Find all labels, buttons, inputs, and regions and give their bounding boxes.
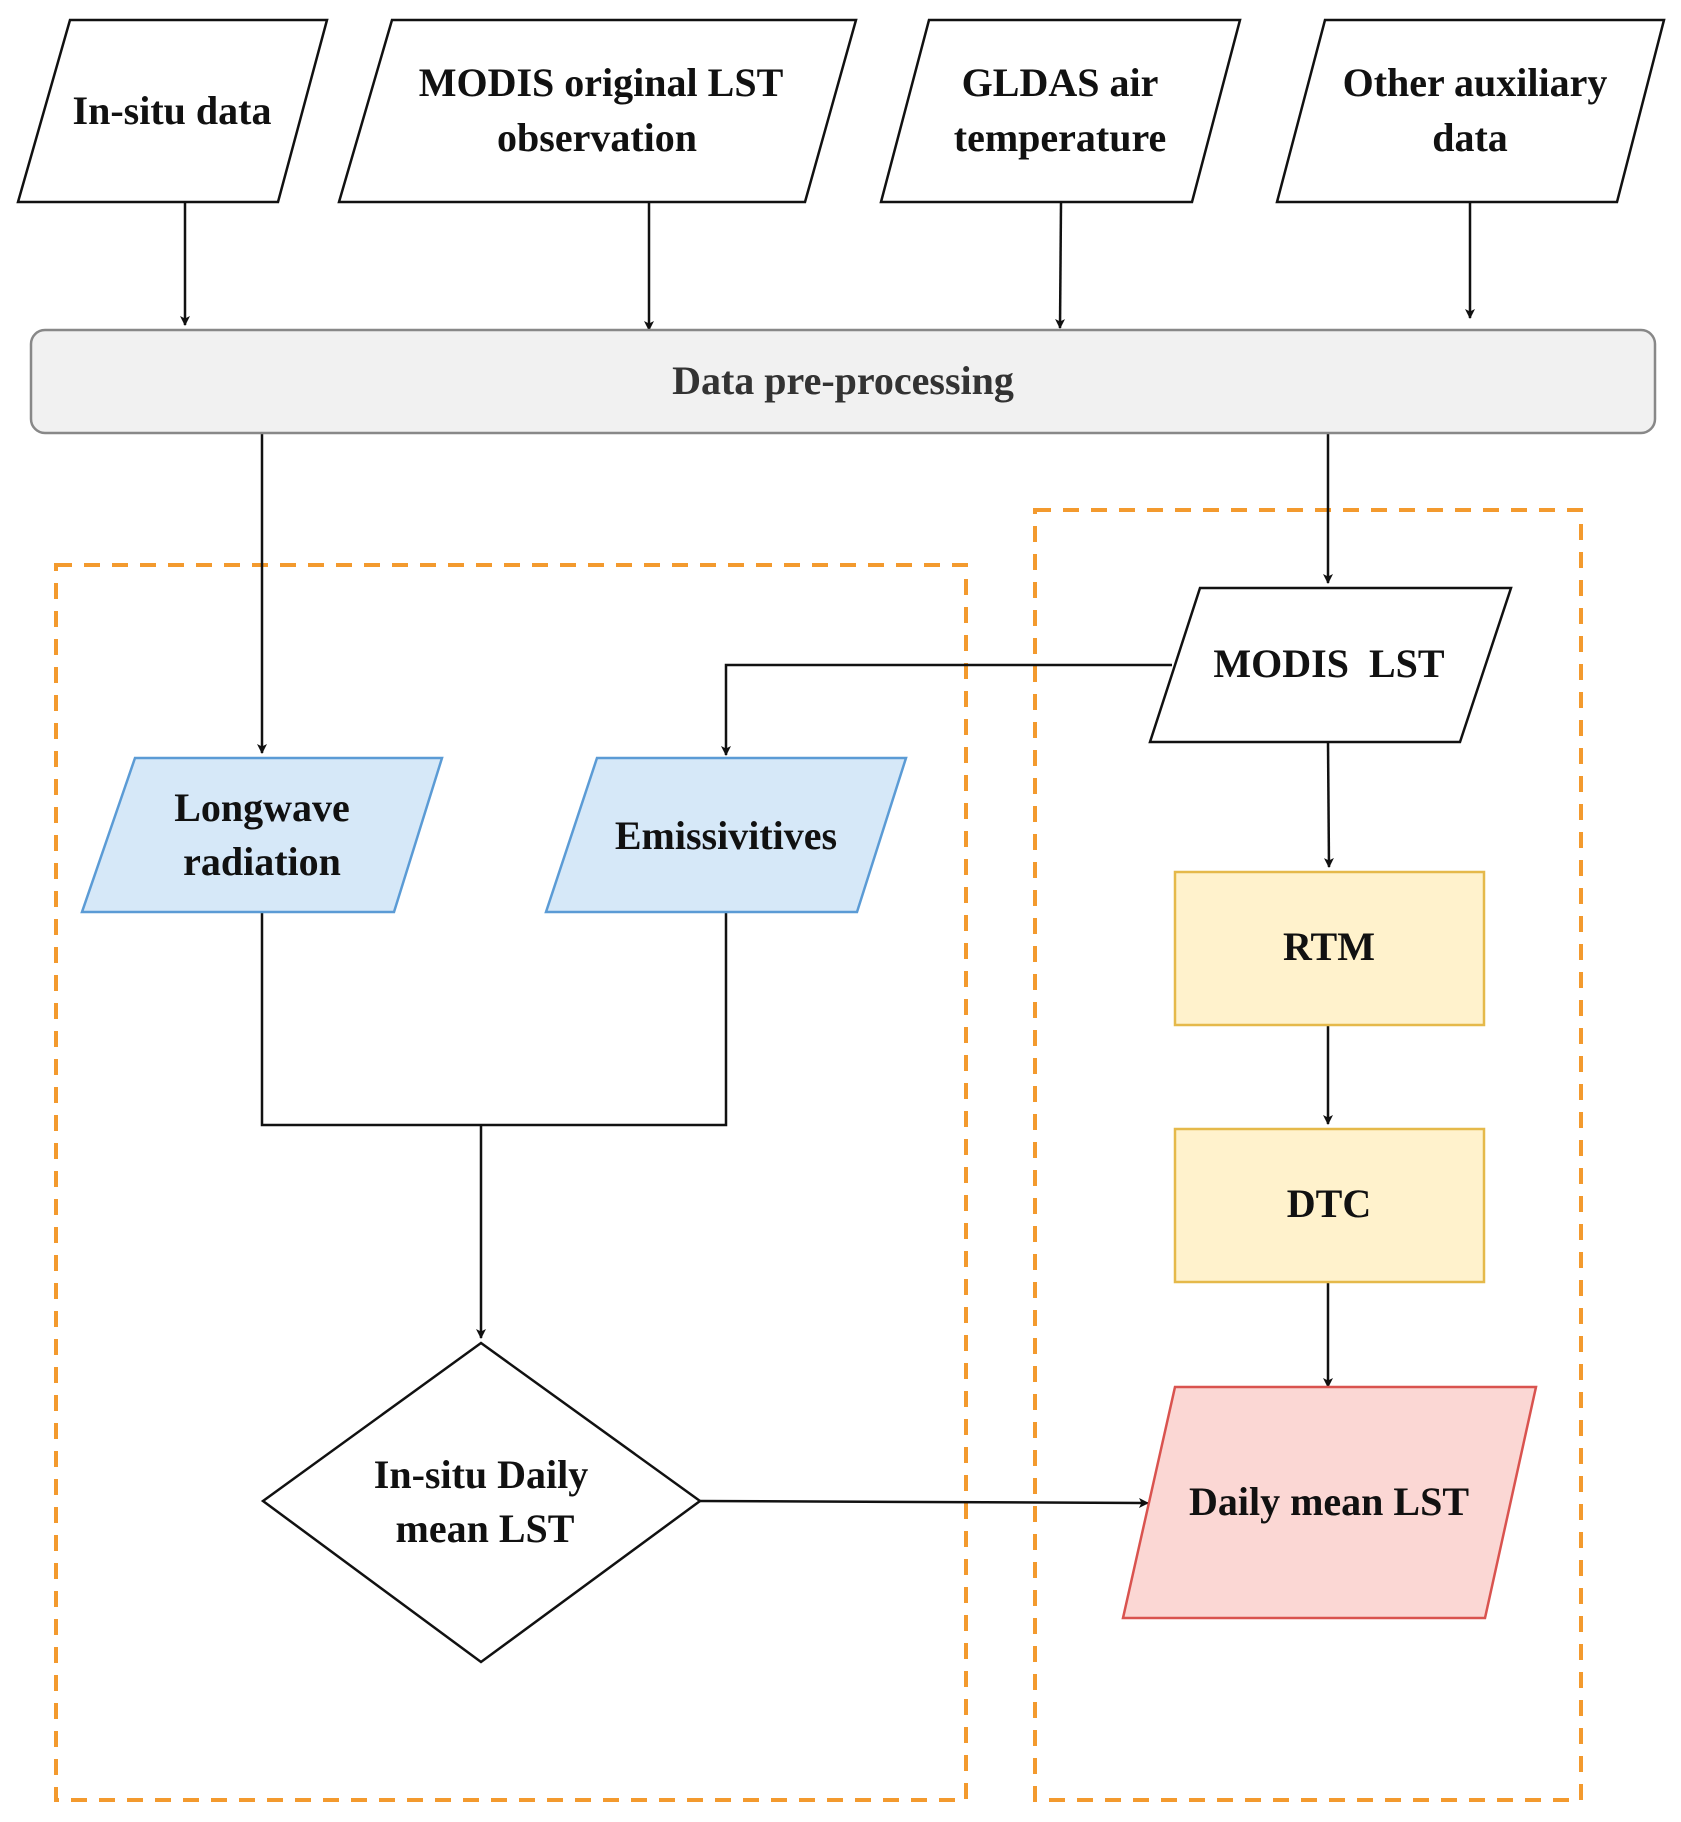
node-modis-original-lst: MODIS original LST observation bbox=[337, 18, 858, 204]
node-modis-lst: MODIS LST bbox=[1148, 586, 1513, 744]
node-insitu-data: In-situ data bbox=[16, 18, 329, 204]
node-insitu-data-label: In-situ data bbox=[73, 88, 272, 133]
node-daily-mean-lst-shape bbox=[1121, 1385, 1538, 1620]
node-data-pre-processing: Data pre-processing bbox=[29, 328, 1657, 435]
node-modis-original-lst-shape bbox=[337, 18, 858, 204]
node-modis-lst-shape bbox=[1148, 586, 1513, 744]
node-rtm-shape bbox=[1173, 870, 1486, 1027]
node-aux-label-1: Other auxiliary bbox=[1343, 60, 1608, 105]
node-longwave-radiation: Longwave radiation bbox=[80, 756, 444, 914]
node-gldas-label-2: temperature bbox=[954, 115, 1167, 160]
node-dtc-shape bbox=[1173, 1127, 1486, 1284]
edges bbox=[180, 202, 1475, 1508]
node-insitu-daily-mean-lst: In-situ Daily mean LST bbox=[260, 1341, 703, 1664]
node-other-auxiliary-data: Other auxiliary data bbox=[1275, 18, 1666, 204]
node-gldas-label-1: GLDAS air bbox=[962, 60, 1159, 105]
edge-longwave-to-merge bbox=[260, 912, 728, 1127]
edge-gldas-to-preproc bbox=[1055, 202, 1066, 329]
node-emissivitives: Emissivitives bbox=[544, 756, 908, 914]
node-insitu-data-shape bbox=[16, 18, 329, 204]
node-longwave-label-2: radiation bbox=[183, 839, 341, 884]
node-emissivitives-shape bbox=[544, 756, 908, 914]
edge-modis-lst-to-emiss bbox=[721, 663, 1172, 756]
node-modis-original-lst-label-1: MODIS original LST bbox=[419, 60, 784, 105]
node-aux-label-2: data bbox=[1432, 115, 1508, 160]
node-insitu-daily-label-1: In-situ Daily bbox=[374, 1452, 589, 1497]
node-modis-lst-label: MODIS LST bbox=[1213, 641, 1444, 686]
node-daily-mean-lst: Daily mean LST bbox=[1121, 1385, 1538, 1620]
node-dtc-label: DTC bbox=[1287, 1181, 1371, 1226]
group-insitu-branch bbox=[54, 563, 968, 1802]
node-emissivitives-label: Emissivitives bbox=[615, 813, 837, 858]
node-longwave-label-1: Longwave bbox=[174, 785, 350, 830]
node-gldas-air-temperature: GLDAS air temperature bbox=[879, 18, 1242, 204]
node-data-pre-processing-label: Data pre-processing bbox=[672, 358, 1014, 403]
node-rtm-label: RTM bbox=[1283, 924, 1375, 969]
node-data-pre-processing-shape bbox=[29, 328, 1657, 435]
node-insitu-daily-label-2: mean LST bbox=[396, 1506, 575, 1551]
node-modis-original-lst-label-2: observation bbox=[497, 115, 697, 160]
node-rtm: RTM bbox=[1173, 870, 1486, 1027]
node-gldas-air-temperature-shape bbox=[879, 18, 1242, 204]
node-daily-mean-lst-label: Daily mean LST bbox=[1189, 1479, 1469, 1524]
edge-modis-lst-to-rtm bbox=[1323, 741, 1334, 868]
node-insitu-daily-mean-lst-shape bbox=[260, 1341, 703, 1664]
node-longwave-radiation-shape bbox=[80, 756, 444, 914]
node-other-auxiliary-data-shape bbox=[1275, 18, 1666, 204]
node-dtc: DTC bbox=[1173, 1127, 1486, 1284]
edge-insitu-daily-to-daily-mean bbox=[699, 1497, 1149, 1508]
group-modis-branch bbox=[1033, 508, 1583, 1802]
